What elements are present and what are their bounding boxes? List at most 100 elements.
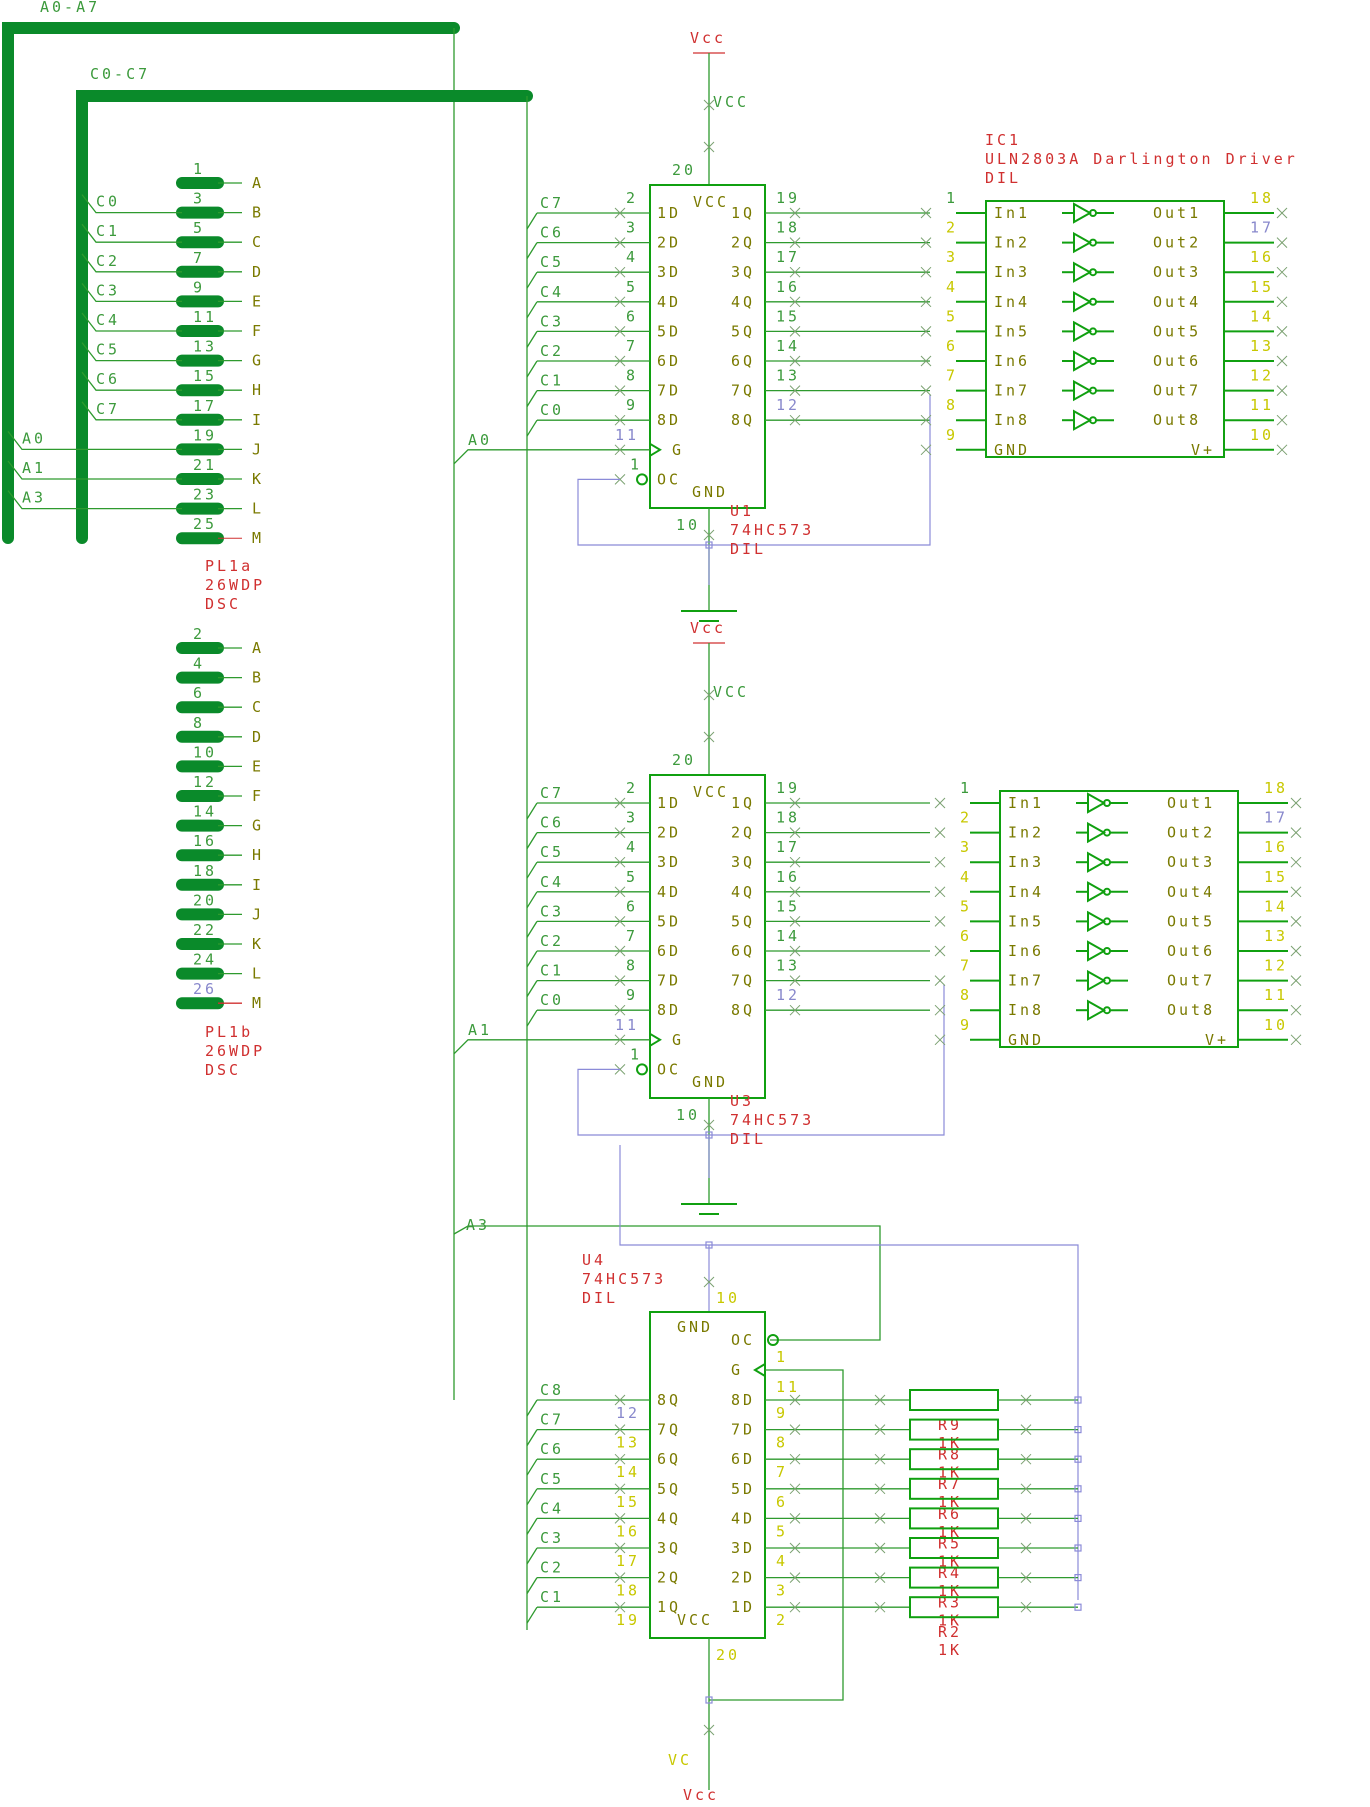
pin-letter: E — [252, 292, 264, 310]
ic-name: IC1 — [985, 131, 1021, 149]
buffer-icon — [1087, 851, 1107, 873]
junction — [1074, 1544, 1082, 1552]
pin-end-mark — [1290, 945, 1302, 957]
ic-name: U1 — [730, 502, 754, 520]
pin-end-mark — [1276, 444, 1288, 456]
pin-name: 7D — [657, 972, 681, 990]
pin-number: 1 — [960, 779, 972, 797]
pin-end-mark — [934, 975, 946, 986]
inverter-bubble-icon — [1103, 858, 1111, 867]
pin-end-mark — [614, 385, 626, 396]
pin-number: 15 — [193, 367, 217, 385]
pin-number: 1 — [776, 1348, 788, 1366]
pin-name: In4 — [994, 293, 1030, 311]
pin-name: 6D — [657, 352, 681, 370]
pin-end-mark — [1020, 1394, 1032, 1406]
net-label: A3 — [22, 489, 46, 507]
pin-name: In6 — [1008, 942, 1044, 960]
bus-entry — [526, 1547, 538, 1565]
pin-name: GND — [692, 483, 728, 501]
connector-net — [81, 312, 182, 332]
clock-mark — [649, 1032, 662, 1047]
driver-body — [999, 790, 1239, 1048]
net-label: C6 — [540, 814, 564, 832]
pin-letter: E — [252, 757, 264, 775]
net-label: C3 — [540, 1529, 564, 1547]
pin-end-mark — [1020, 1601, 1032, 1613]
pin-name: 4Q — [731, 883, 755, 901]
pin-name: In4 — [1008, 883, 1044, 901]
bus-entry — [526, 950, 538, 968]
pin-number: 3 — [193, 190, 205, 208]
pin-number: 17 — [616, 1552, 640, 1570]
pin-name: Out8 — [1167, 1001, 1215, 1019]
pin-name: VCC — [693, 783, 729, 801]
gnd-net — [619, 1145, 1079, 1600]
junction — [1074, 1603, 1082, 1611]
pin-end-mark — [789, 414, 801, 426]
pin-number: 5 — [193, 219, 205, 237]
pin-name: Out6 — [1167, 942, 1215, 960]
pin-name: 3Q — [731, 263, 755, 281]
pin-end-mark — [1276, 207, 1288, 219]
pin-number: 14 — [1250, 307, 1274, 325]
pin-end-mark — [614, 1394, 626, 1406]
pin-end-mark — [614, 296, 626, 308]
pin-number: 21 — [193, 456, 217, 474]
net-label: C2 — [96, 252, 120, 270]
pin-end-mark — [1276, 414, 1288, 426]
pin-end-mark — [703, 689, 715, 701]
pin-number: 9 — [626, 396, 638, 414]
pin-end-mark — [874, 1424, 886, 1435]
pin-end-mark — [614, 1513, 626, 1524]
pin-end-mark — [614, 414, 626, 426]
pin-name: Out3 — [1167, 853, 1215, 871]
inverter-bubble-icon — [1089, 416, 1097, 425]
pin-end-mark — [614, 1034, 626, 1046]
pin-number: 13 — [776, 367, 800, 385]
pin-number: 6 — [626, 307, 638, 325]
pin-number: 4 — [776, 1552, 788, 1570]
buffer-icon — [1087, 792, 1107, 814]
pin-end-mark — [934, 945, 946, 957]
pin-letter: B — [252, 204, 264, 222]
buffer-icon — [1087, 940, 1107, 962]
pin-name: 1Q — [731, 794, 755, 812]
pin-end-mark — [1290, 1034, 1302, 1046]
pin-end-mark — [874, 1513, 886, 1524]
ic-package: DIL — [730, 540, 766, 558]
net-label: C8 — [540, 1381, 564, 1399]
pin-name: 8D — [657, 411, 681, 429]
pin-number: 13 — [616, 1434, 640, 1452]
net-label: C2 — [540, 1559, 564, 1577]
pin-end-mark — [1276, 266, 1288, 278]
pin-number: 7 — [193, 249, 205, 267]
connector-package: DSC — [205, 1061, 241, 1079]
pin-end-mark — [1276, 326, 1288, 337]
pin-name: 2D — [657, 824, 681, 842]
pin-name: In3 — [994, 263, 1030, 281]
pin-number: 16 — [776, 868, 800, 886]
resistor-value: 1K — [938, 1523, 962, 1541]
oc-bubble — [636, 473, 648, 486]
net-label: C0 — [540, 401, 564, 419]
pin-number: 14 — [193, 803, 217, 821]
connector-value: 26WDP — [205, 576, 265, 594]
bus-entry — [526, 1488, 538, 1506]
bus-entry — [526, 390, 538, 407]
pin-end-mark — [789, 856, 801, 868]
pin-end-mark — [614, 237, 626, 248]
junction — [1074, 1573, 1082, 1582]
net-label: C4 — [540, 283, 564, 301]
pin-name: OC — [657, 470, 681, 488]
junction — [1074, 1455, 1082, 1463]
vc-label: VC — [668, 1751, 692, 1769]
pin-number: 7 — [776, 1463, 788, 1481]
bus-entry — [526, 802, 538, 820]
inverter-bubble-icon — [1103, 887, 1111, 896]
pin-name: GND — [692, 1073, 728, 1091]
pin-letter: I — [252, 876, 264, 894]
pin-end-mark — [789, 296, 801, 308]
pin-letter: K — [252, 935, 264, 953]
pin-end-mark — [789, 1483, 801, 1495]
